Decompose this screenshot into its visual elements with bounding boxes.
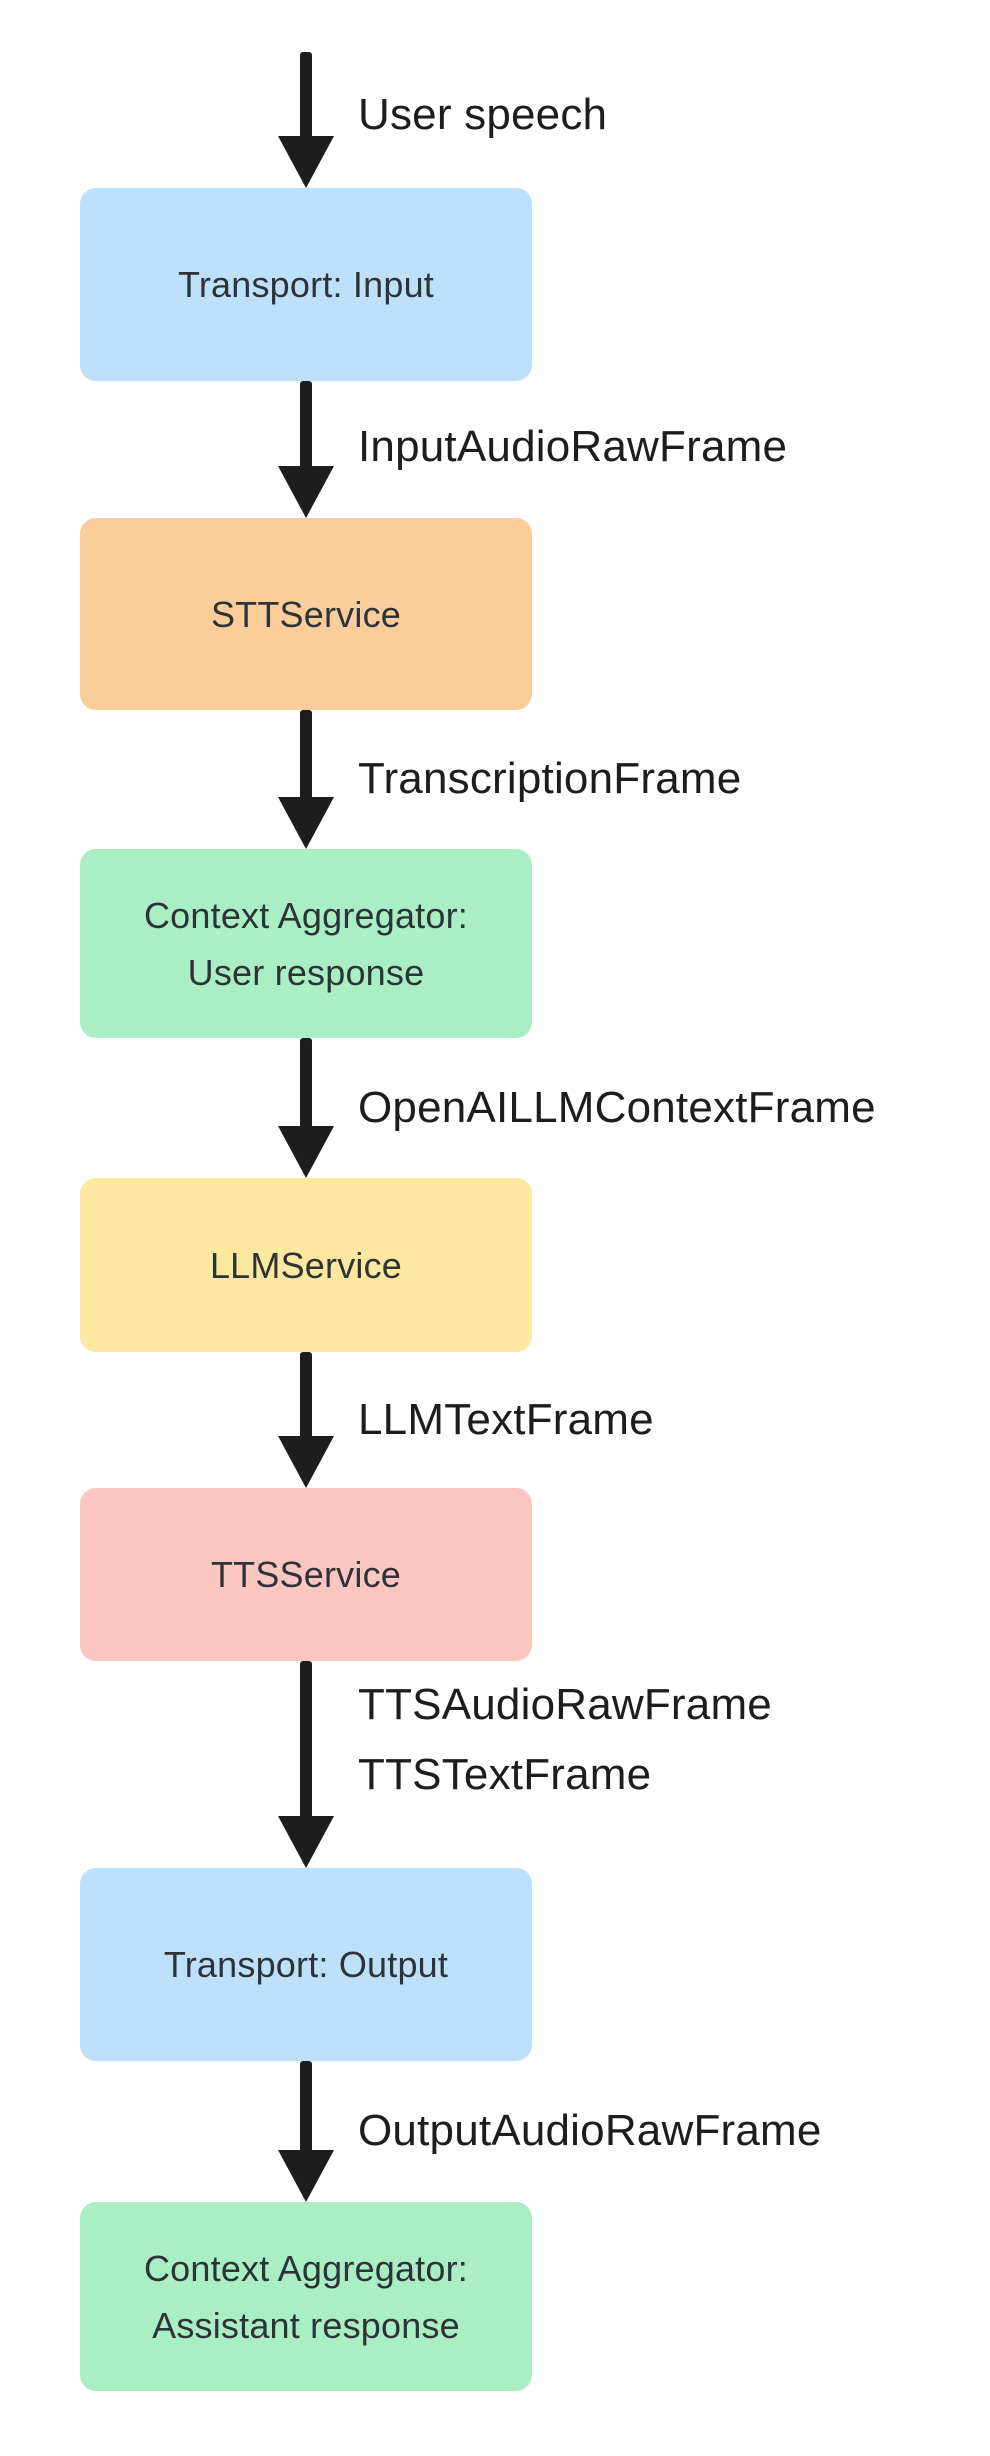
arrow-down-icon bbox=[278, 710, 334, 849]
node-transport-output: Transport: Output bbox=[80, 1868, 532, 2061]
node-context-aggregator-assistant: Context Aggregator: Assistant response bbox=[80, 2202, 532, 2391]
arrow-down-icon bbox=[278, 2061, 334, 2202]
node-context-aggregator-user: Context Aggregator: User response bbox=[80, 849, 532, 1038]
node-label-context-aggregator-assistant: Context Aggregator: Assistant response bbox=[143, 2247, 468, 2346]
arrow-down-icon bbox=[278, 1661, 334, 1868]
node-label-tts-service: TTSService bbox=[210, 1554, 402, 1595]
edge-label-tts-frames: TTSAudioRawFrame TTSTextFrame bbox=[358, 1680, 772, 1799]
edge-label-user-speech: User speech bbox=[358, 90, 608, 139]
node-label-llm-service: LLMService bbox=[209, 1244, 403, 1286]
edge-label-openai-llm-context-frame: OpenAILLMContextFrame bbox=[358, 1083, 876, 1132]
arrow-down-icon bbox=[278, 52, 334, 188]
node-label-stt-service: STTService bbox=[210, 593, 402, 635]
node-label-context-aggregator-user: Context Aggregator: User response bbox=[143, 894, 468, 993]
edge-label-transcription-frame: TranscriptionFrame bbox=[358, 754, 742, 803]
node-label-transport-input: Transport: Input bbox=[178, 264, 434, 305]
edge-label-output-audio-raw-frame: OutputAudioRawFrame bbox=[358, 2106, 822, 2155]
edge-label-input-audio-raw-frame: InputAudioRawFrame bbox=[358, 422, 788, 471]
node-label-transport-output: Transport: Output bbox=[163, 1944, 449, 1985]
node-tts-service: TTSService bbox=[80, 1488, 532, 1661]
node-stt-service: STTService bbox=[80, 518, 532, 710]
edge-label-llm-text-frame: LLMTextFrame bbox=[358, 1395, 654, 1444]
arrow-down-icon bbox=[278, 381, 334, 518]
arrow-down-icon bbox=[278, 1352, 334, 1488]
node-llm-service: LLMService bbox=[80, 1178, 532, 1352]
node-transport-input: Transport: Input bbox=[80, 188, 532, 381]
arrow-down-icon bbox=[278, 1038, 334, 1178]
